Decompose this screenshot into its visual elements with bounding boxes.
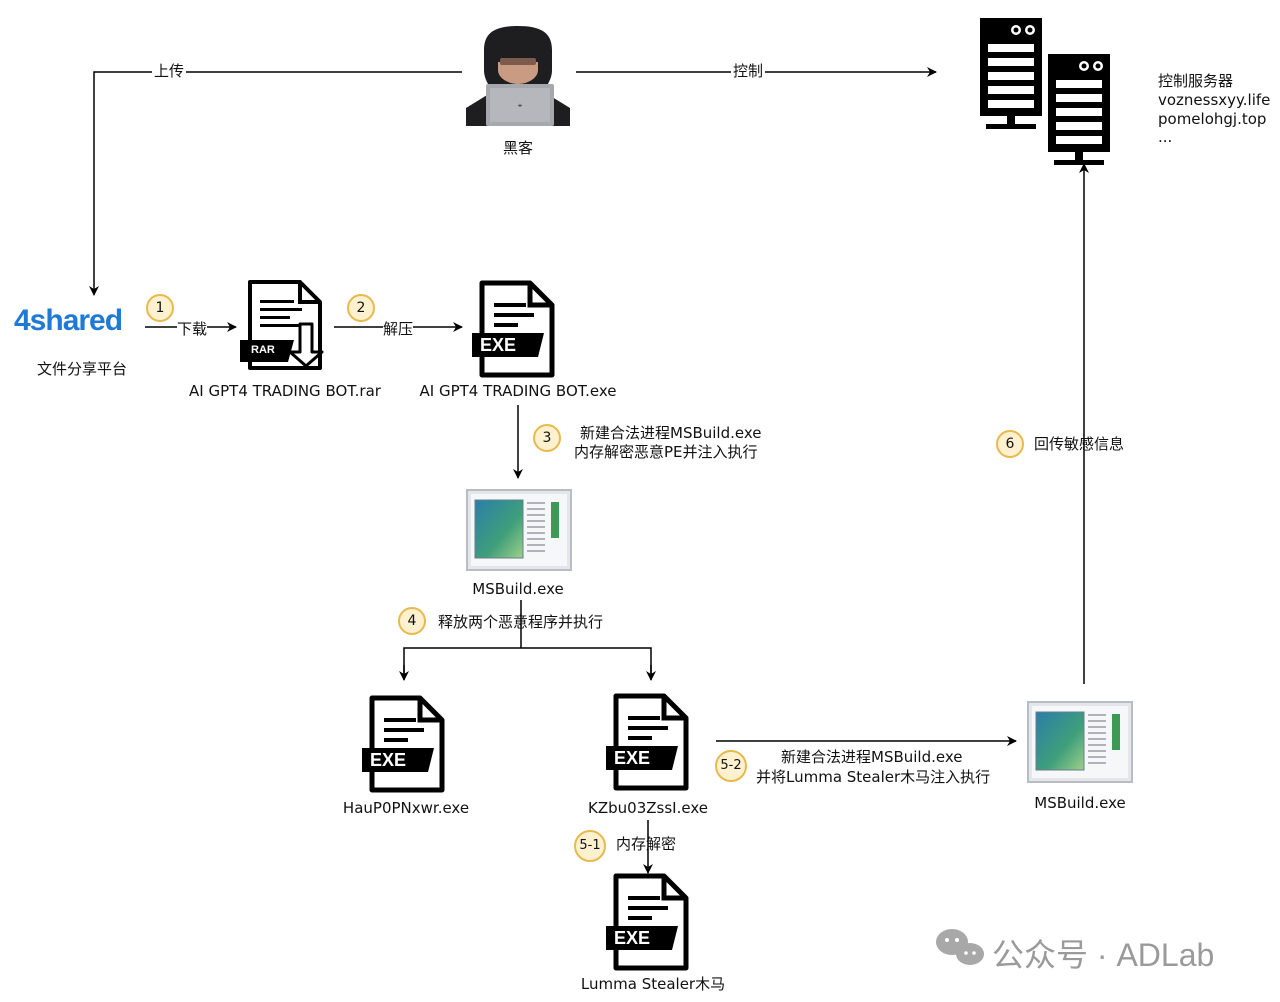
step-5-2-line-2: 并将Lumma Stealer木马注入执行 [756,768,991,786]
step-1-badge: 1 [146,294,174,322]
lumma-badge: EXE [614,928,651,948]
haup-file-name: HauP0PNxwr.exe [342,799,470,817]
connector-lines [89,67,1089,874]
rar-file-icon [240,280,324,370]
lumma-exe-icon [606,876,686,968]
step-5-1-label: 内存解密 [616,835,677,853]
kzbu-badge: EXE [614,748,651,768]
c2-title: 控制服务器 [1158,72,1234,90]
c2-domain-2: pomelohgj.top [1158,110,1267,128]
step-5-2-badge: 5-2 [715,750,747,782]
rar-file-name: AI GPT4 TRADING BOT.rar [189,382,381,400]
exe-file-icon [472,283,552,375]
msbuild-window-icon-2 [1027,701,1133,783]
step-3-badge: 3 [533,424,561,452]
share-label: 文件分享平台 [36,360,128,378]
server-icon-back [980,18,1042,129]
lumma-file-name: Lumma Stealer木马 [580,975,726,993]
step-3-line-2: 内存解密恶意PE并注入执行 [574,443,758,461]
step-6-label: 回传敏感信息 [1034,435,1125,453]
step-3-line-1: 新建合法进程MSBuild.exe [580,424,762,442]
msbuild-window-icon-1 [466,489,572,571]
upload-label: 上传 [152,62,187,81]
hacker-icon: ⌖ [466,26,570,126]
exe-badge: EXE [480,335,517,355]
step-6-badge: 6 [996,430,1024,458]
step-5-2-line-1: 新建合法进程MSBuild.exe [781,748,963,766]
step-4-badge: 4 [398,607,426,635]
kzbu-file-name: KZbu03ZssI.exe [588,799,708,817]
kzbu-exe-icon [606,696,686,788]
rar-badge: RAR [251,344,275,356]
hacker-label: 黑客 [502,139,534,157]
exe-file-name: AI GPT4 TRADING BOT.exe [419,382,617,400]
haup-exe-icon [362,698,442,790]
extract-label: 解压 [383,320,414,339]
watermark: 公众号 · ADLab [992,937,1215,973]
step-5-1-badge: 5-1 [574,830,606,862]
haup-badge: EXE [370,750,407,770]
c2-domain-more: ... [1158,128,1173,146]
server-icon-front [1044,50,1114,165]
msbuild-2-label: MSBuild.exe [1034,794,1126,812]
msbuild-1-label: MSBuild.exe [472,580,564,598]
upload-arrow [89,71,462,296]
control-label: 控制 [731,62,766,81]
download-label: 下载 [177,320,208,339]
4shared-logo: 4shared [14,304,123,337]
c2-domain-1: voznessxyy.life [1158,91,1271,109]
wechat-icon [936,929,984,965]
svg-text:⌖: ⌖ [518,101,523,110]
step-4-label: 释放两个恶意程序并执行 [438,613,604,631]
release-branch [403,647,652,675]
step-2-badge: 2 [347,294,375,322]
